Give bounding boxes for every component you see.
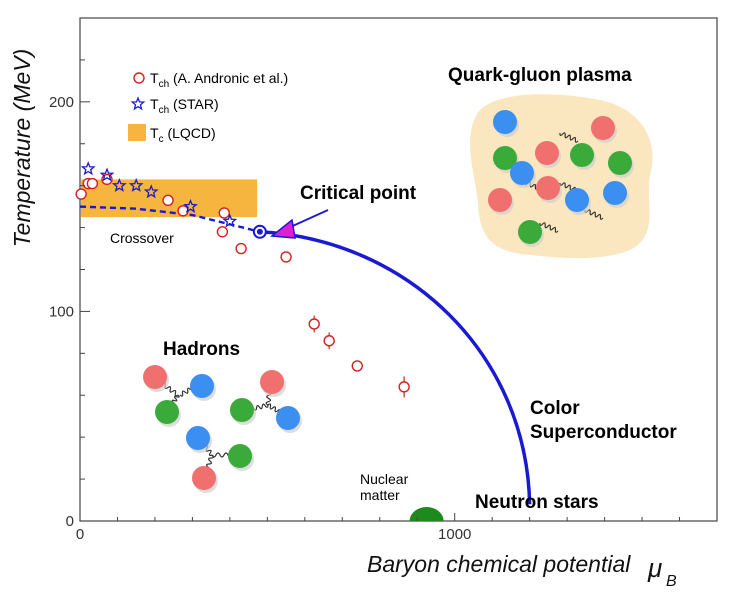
legend: Tch (A. Andronic et al.) Tch (STAR) Tc (… — [128, 70, 288, 145]
andronic-point — [280, 251, 292, 263]
quark-ball — [493, 110, 517, 134]
star-point — [222, 213, 238, 228]
legend-entry-andronic: Tch (A. Andronic et al.) — [150, 70, 288, 90]
y-tick-label: 200 — [49, 94, 74, 111]
star-point — [111, 177, 127, 192]
star-point — [80, 161, 96, 176]
x-tick-label: 1000 — [438, 526, 471, 543]
andronic-point — [308, 318, 320, 330]
y-tick-label: 100 — [49, 303, 74, 320]
quark-ball — [230, 398, 254, 422]
star-points — [80, 161, 238, 228]
neutron-stars-label: Neutron stars — [475, 492, 599, 513]
quark-ball — [186, 426, 210, 450]
critical-point-core — [256, 228, 263, 235]
gluon-spring — [539, 222, 559, 233]
quark-ball — [190, 374, 214, 398]
quark-ball — [603, 181, 627, 205]
quark-ball — [260, 370, 284, 394]
legend-star-marker — [130, 96, 146, 111]
andronic-point — [216, 226, 229, 238]
andronic-points — [75, 173, 410, 398]
andronic-point — [351, 360, 363, 372]
quark-ball — [155, 400, 179, 424]
legend-band-swatch — [128, 124, 146, 141]
quark-ball — [536, 176, 560, 200]
legend-entry-lqcd: Tc (LQCD) — [150, 125, 216, 145]
y-axis-ticks: 0 100 200 — [49, 17, 90, 530]
first-order-transition-line — [259, 230, 532, 505]
andronic-point — [75, 188, 87, 200]
quark-ball — [570, 143, 594, 167]
quark-ball — [276, 406, 300, 430]
qgp-illustration — [470, 94, 653, 259]
crossover-label: Crossover — [110, 230, 174, 246]
nuclear-label: Nuclear — [360, 471, 409, 487]
quark-ball — [535, 141, 559, 165]
quark-ball — [565, 188, 589, 212]
legend-circle-marker — [133, 72, 145, 84]
critical-point-arrowhead — [270, 218, 296, 239]
x-axis-symbol-sub: B — [666, 573, 677, 590]
quark-ball — [493, 146, 517, 170]
andronic-point — [86, 177, 99, 190]
andronic-point — [398, 381, 410, 393]
quark-ball — [192, 466, 216, 490]
andronic-point — [162, 194, 174, 207]
andronic-point — [235, 242, 247, 255]
quark-ball — [143, 365, 167, 389]
y-axis-title: Temperature (MeV) — [9, 49, 35, 248]
x-axis-title: Baryon chemical potential — [367, 551, 631, 577]
quark-ball — [510, 161, 534, 185]
andronic-point — [323, 335, 335, 347]
color-label: Color — [530, 398, 580, 419]
quark-ball — [591, 116, 615, 140]
critical-point-label: Critical point — [300, 183, 417, 204]
qgp-label: Quark-gluon plasma — [448, 65, 632, 86]
quark-ball — [518, 220, 542, 244]
star-point — [128, 177, 144, 192]
x-axis-symbol: μ — [647, 553, 662, 583]
crossover-dashed-line — [79, 205, 261, 233]
plot-frame — [79, 17, 718, 522]
star-point — [143, 184, 159, 199]
x-axis-ticks: 0 1000 — [76, 513, 718, 543]
quark-ball — [488, 188, 512, 212]
x-tick-label: 0 — [76, 526, 84, 543]
legend-entry-star: Tch (STAR) — [150, 96, 219, 116]
nuclear-matter-marker — [409, 507, 444, 521]
star-point — [183, 198, 198, 213]
hadrons-label: Hadrons — [163, 339, 240, 360]
hadrons-illustration — [143, 365, 302, 493]
matter-label: matter — [360, 487, 400, 503]
quark-ball — [228, 444, 252, 468]
superconductor-label: Superconductor — [530, 422, 677, 443]
y-tick-label: 0 — [66, 513, 74, 530]
andronic-point — [218, 207, 230, 219]
star-point — [99, 167, 115, 182]
gluon-spring — [559, 132, 579, 143]
quark-ball — [608, 151, 632, 175]
